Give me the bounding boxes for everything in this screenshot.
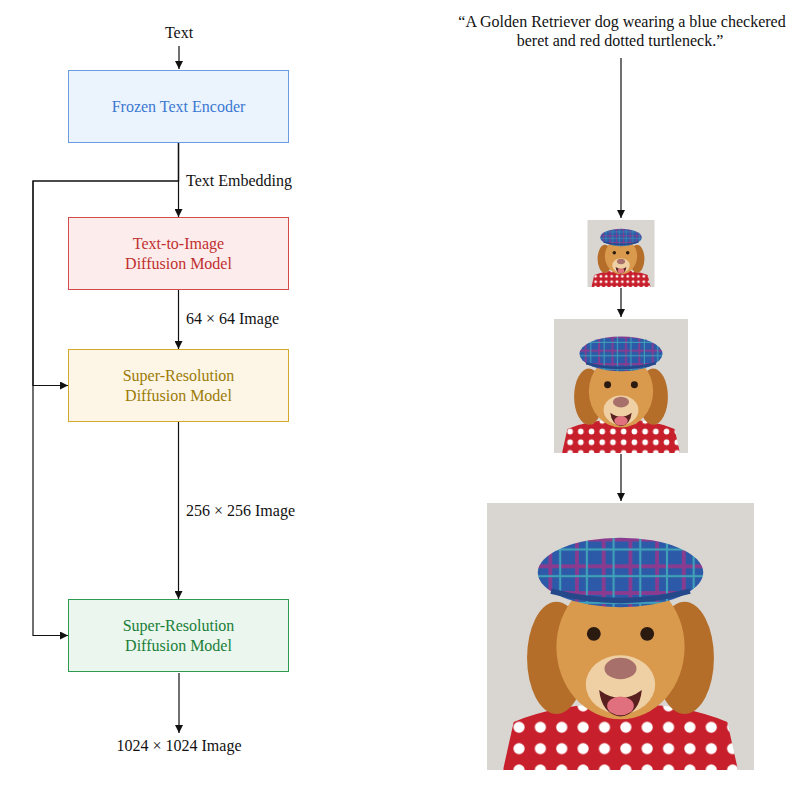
label-text: Text bbox=[163, 24, 195, 41]
box-label: Text-to-Image Diffusion Model bbox=[109, 234, 249, 274]
dog-image-256 bbox=[554, 319, 688, 453]
edge-label-text: 64 × 64 Image bbox=[184, 310, 281, 327]
output-arrow bbox=[178, 673, 179, 733]
edge-label: 64 × 64 Image bbox=[184, 309, 281, 328]
box-label: Frozen Text Encoder bbox=[112, 97, 246, 117]
io-label: 1024 × 1024 Image bbox=[79, 736, 279, 755]
upscale-arrow bbox=[620, 288, 621, 317]
box-label: Super-Resolution Diffusion Model bbox=[109, 616, 249, 656]
label-text: “A Golden Retriever dog wearing a blue c… bbox=[456, 13, 785, 49]
process-box: Super-Resolution Diffusion Model bbox=[68, 599, 289, 672]
edge-label: Text Embedding bbox=[184, 171, 294, 190]
process-box: Frozen Text Encoder bbox=[68, 70, 289, 143]
edge-label-text: Text Embedding bbox=[184, 172, 294, 189]
box-label: Super-Resolution Diffusion Model bbox=[109, 366, 249, 406]
process-box: Text-to-Image Diffusion Model bbox=[68, 217, 289, 290]
io-label: Text bbox=[139, 23, 219, 42]
flow-arrow bbox=[178, 422, 179, 599]
input-arrow bbox=[178, 46, 179, 69]
flow-arrow bbox=[178, 290, 179, 349]
prompt-text: “A Golden Retriever dog wearing a blue c… bbox=[446, 12, 796, 50]
process-box: Super-Resolution Diffusion Model bbox=[68, 349, 289, 422]
edge-label: 256 × 256 Image bbox=[184, 501, 297, 520]
prompt-arrow bbox=[620, 58, 621, 218]
edge-label-text: 256 × 256 Image bbox=[184, 502, 297, 519]
dog-image-64 bbox=[588, 220, 655, 287]
dog-image-1024 bbox=[487, 503, 754, 770]
label-text: 1024 × 1024 Image bbox=[115, 737, 244, 754]
upscale-arrow bbox=[620, 454, 621, 501]
